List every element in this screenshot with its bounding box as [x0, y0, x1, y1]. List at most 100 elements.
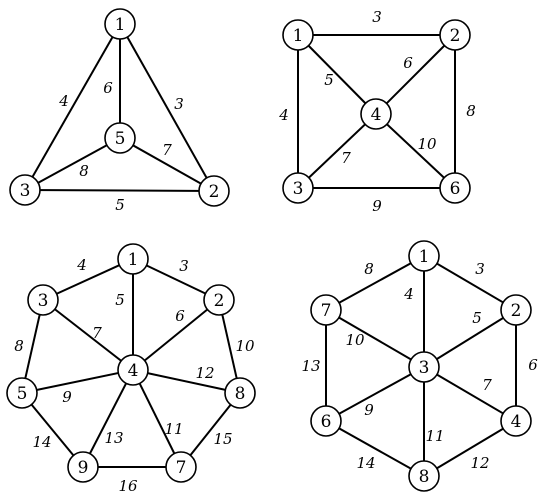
- node-3: 3: [408, 351, 440, 383]
- edge-1-2: [119, 23, 215, 192]
- node-2: 2: [500, 294, 532, 326]
- edge-weight-label: 16: [118, 477, 138, 495]
- node-label: 3: [419, 358, 430, 378]
- node-label: 1: [128, 250, 139, 270]
- node-label: 9: [78, 458, 89, 478]
- node-label: 1: [419, 247, 430, 267]
- node-1: 1: [117, 243, 149, 275]
- edge-weight-label: 14: [356, 454, 375, 472]
- node-circle: [408, 240, 440, 272]
- node-label: 8: [419, 467, 430, 487]
- edge-weight-label: 5: [472, 309, 482, 327]
- edge-weight-label: 8: [364, 260, 374, 278]
- edge-3-2: [24, 189, 215, 192]
- node-2: 2: [439, 19, 471, 51]
- edge-1-4: [297, 34, 377, 115]
- node-circle: [165, 451, 197, 483]
- edge-4-9: [82, 369, 134, 468]
- edge-weight-label: 9: [372, 197, 382, 215]
- edge-weight-label: 6: [175, 307, 185, 325]
- edge-weight-label: 6: [528, 356, 538, 374]
- edge-2-8: [218, 299, 241, 394]
- edge-weight-label: 10: [417, 135, 437, 153]
- edge-3-5: [21, 299, 44, 394]
- node-circle: [224, 377, 256, 409]
- node-4: 4: [360, 98, 392, 130]
- edge-weight-label: 14: [32, 433, 51, 451]
- node-label: 4: [511, 412, 522, 432]
- node-label: 1: [293, 26, 304, 46]
- edge-weight-label: 13: [104, 429, 123, 447]
- node-8: 8: [224, 377, 256, 409]
- node-circle: [282, 172, 314, 204]
- node-circle: [117, 354, 149, 386]
- node-circle: [408, 460, 440, 492]
- edge-weight-label: 5: [324, 71, 334, 89]
- node-circle: [203, 284, 235, 316]
- node-label: 6: [450, 179, 461, 199]
- node-3: 3: [27, 284, 59, 316]
- node-4: 4: [117, 354, 149, 386]
- edge-3-5: [24, 137, 121, 191]
- node-circle: [439, 172, 471, 204]
- node-circle: [282, 19, 314, 51]
- edge-weight-label: 3: [475, 260, 485, 278]
- edge-weight-label: 3: [179, 257, 189, 275]
- node-2: 2: [203, 284, 235, 316]
- node-label: 2: [450, 26, 461, 46]
- node-8: 8: [408, 460, 440, 492]
- edge-3-4: [423, 366, 517, 422]
- node-circle: [198, 175, 230, 207]
- node-2: 2: [198, 175, 230, 207]
- node-circle: [310, 294, 342, 326]
- node-circle: [117, 243, 149, 275]
- edge-weight-label: 10: [345, 331, 365, 349]
- node-3: 3: [9, 174, 41, 206]
- edge-weight-label: 11: [425, 427, 444, 445]
- edge-weight-label: 8: [14, 337, 24, 355]
- edge-2-4: [132, 299, 220, 371]
- edge-weight-label: 7: [341, 149, 351, 167]
- node-circle: [500, 294, 532, 326]
- edge-3-1: [42, 258, 134, 301]
- edge-2-4: [375, 34, 456, 115]
- edge-weight-label: 4: [403, 285, 414, 303]
- edge-weight-label: 3: [174, 95, 184, 113]
- edge-weight-label: 4: [76, 256, 87, 274]
- node-circle: [27, 284, 59, 316]
- node-circle: [360, 98, 392, 130]
- node-label: 8: [235, 384, 246, 404]
- node-1: 1: [282, 19, 314, 51]
- node-circle: [439, 19, 471, 51]
- edge-weight-label: 7: [162, 141, 172, 159]
- edge-weight-label: 9: [62, 388, 72, 406]
- node-7: 7: [310, 294, 342, 326]
- node-circle: [9, 174, 41, 206]
- edge-3-4: [297, 113, 377, 189]
- edge-weight-label: 8: [79, 162, 89, 180]
- node-label: 7: [176, 458, 187, 478]
- edge-weight-label: 7: [92, 324, 102, 342]
- edge-weight-label: 13: [301, 357, 320, 375]
- node-label: 7: [321, 301, 332, 321]
- edge-4-7: [132, 369, 182, 468]
- edge-weight-label: 10: [235, 337, 255, 355]
- node-circle: [104, 122, 136, 154]
- node-label: 2: [214, 291, 225, 311]
- edge-1-2: [132, 258, 220, 301]
- edge-weight-label: 12: [470, 454, 489, 472]
- edge-weight-label: 4: [58, 92, 69, 110]
- node-7: 7: [165, 451, 197, 483]
- edge-weight-label: 5: [115, 291, 125, 309]
- edge-weight-label: 5: [115, 196, 125, 214]
- node-label: 3: [293, 179, 304, 199]
- edge-weight-label: 15: [213, 430, 232, 448]
- node-1: 1: [104, 8, 136, 40]
- edge-weight-label: 6: [103, 79, 113, 97]
- node-label: 1: [115, 15, 126, 35]
- node-circle: [104, 8, 136, 40]
- node-circle: [310, 405, 342, 437]
